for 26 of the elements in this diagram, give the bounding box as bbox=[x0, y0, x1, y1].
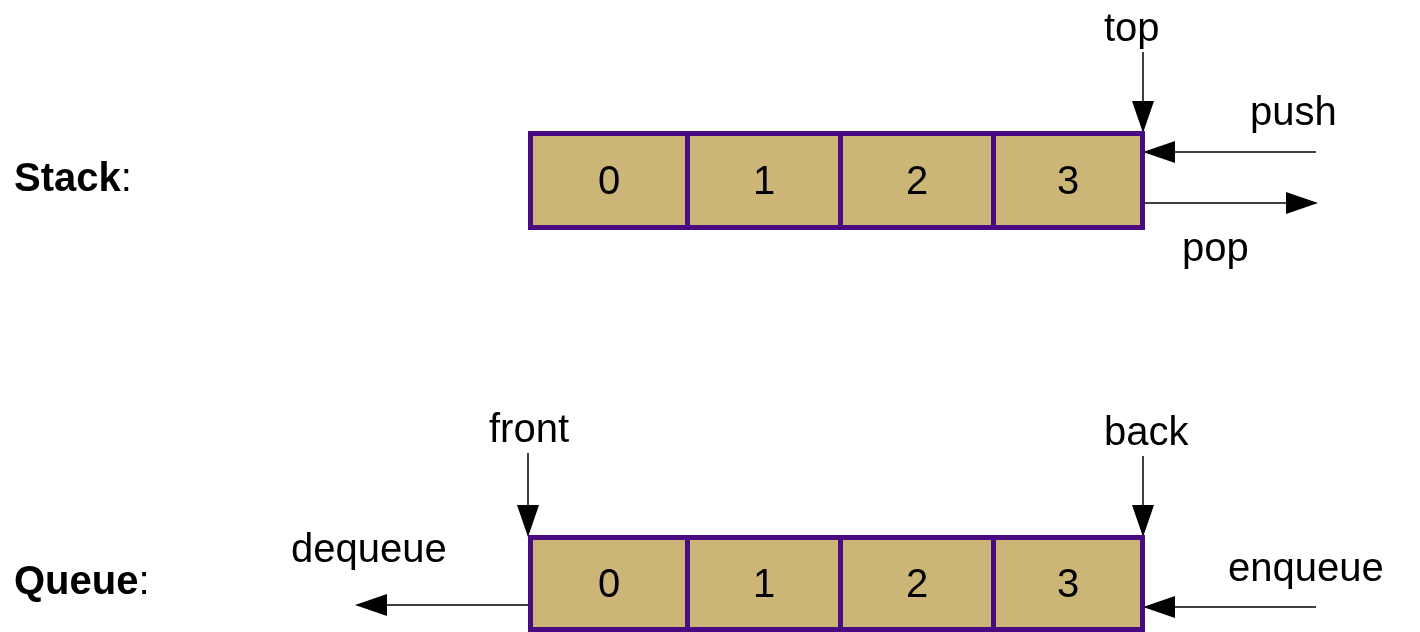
arrow bbox=[1144, 192, 1318, 214]
arrow bbox=[355, 594, 529, 616]
arrow bbox=[517, 452, 539, 537]
arrow bbox=[1143, 141, 1317, 163]
pointer-label: top bbox=[1104, 4, 1172, 52]
edge-label: dequeue bbox=[291, 525, 447, 571]
pointer-label: front bbox=[489, 405, 589, 453]
array-cell: 3 bbox=[991, 540, 1140, 627]
array-cell: 0 bbox=[533, 540, 685, 627]
array-cell: 3 bbox=[991, 136, 1140, 225]
edge-label: push bbox=[1250, 88, 1337, 134]
arrow bbox=[1143, 596, 1317, 618]
array-cell: 1 bbox=[685, 540, 838, 627]
array-cell: 2 bbox=[838, 136, 991, 225]
array-cell: 1 bbox=[685, 136, 838, 225]
stack-array bbox=[528, 131, 1145, 230]
array-cell: 0 bbox=[533, 136, 685, 225]
queue-array bbox=[528, 535, 1145, 632]
pointer-label: back bbox=[1104, 408, 1208, 456]
section-label: Queue: bbox=[14, 557, 150, 603]
edge-label: pop bbox=[1182, 224, 1249, 270]
arrow bbox=[1132, 51, 1154, 133]
section-label: Stack: bbox=[14, 154, 132, 200]
edge-label: enqueue bbox=[1228, 544, 1384, 590]
arrow bbox=[1132, 455, 1154, 537]
array-cell: 2 bbox=[838, 540, 991, 627]
